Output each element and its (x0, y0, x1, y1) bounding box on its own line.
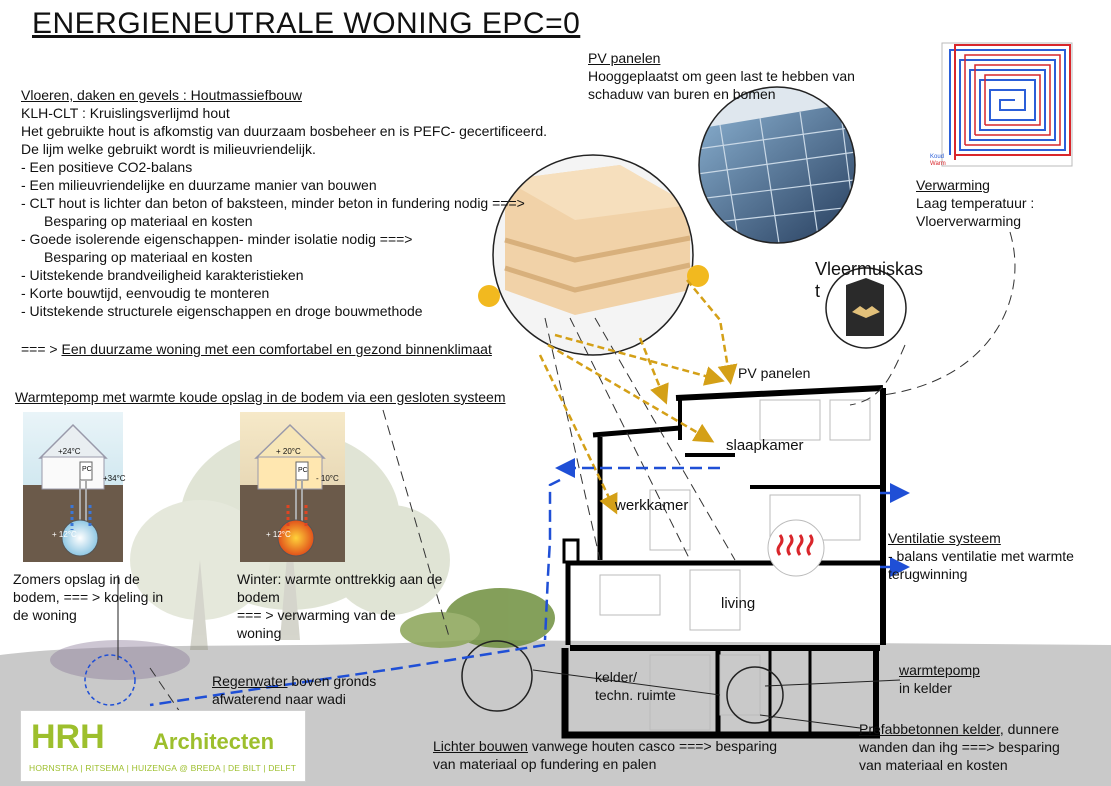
winter-outside-temp: - 10°C (316, 474, 339, 483)
rainwater-keyword: Regenwater (212, 673, 288, 689)
lighter-rest: vanwege houten casco ===> besparing (527, 738, 778, 754)
prefab-keyword: Prefabbetonnen kelder (859, 721, 1000, 737)
heatpump-heading: Warmtepomp met warmte koude opslag in de… (15, 389, 506, 405)
winter-caption: Winter: warmte onttrekkig aan de (237, 571, 443, 587)
materials-line: - Uitstekende structurele eigenschappen … (21, 303, 423, 319)
materials-conclusion: === > Een duurzame woning met een comfor… (21, 340, 492, 358)
pv-text-line: Hooggeplaatst om geen last te hebben van (588, 68, 855, 84)
ventilation-heading: Ventilatie systeem (888, 530, 1001, 546)
materials-line: De lijm welke gebruikt wordt is milieuvr… (21, 141, 316, 157)
cellar-heatpump-heading: warmtepomp (899, 662, 980, 678)
blue-arrows (149, 458, 910, 707)
materials-line: Besparing op materiaal en kosten (44, 213, 253, 229)
page-title: ENERGIENEUTRALE WONING EPC=0 (32, 7, 581, 40)
summer-ground-temp: + 12°C (52, 530, 77, 539)
leader-lines (149, 231, 1016, 713)
conclusion-text: Een duurzame woning met een comfortabel … (61, 341, 492, 357)
materials-line: Besparing op materiaal en kosten (44, 249, 253, 265)
summer-inside-temp: +24°C (58, 447, 81, 456)
connector-lines (117, 575, 901, 729)
legend-warm: Warm (930, 161, 946, 167)
logo-mark: HRH (31, 718, 105, 756)
room-cellar: techn. ruimte (595, 687, 676, 703)
heatpump-winter-diagram (240, 412, 345, 562)
legend-cold: Koud (930, 154, 945, 160)
prefab-line: van materiaal en kosten (859, 757, 1008, 773)
wadi-circle (84, 654, 136, 706)
materials-line: - Een positieve CO2-balans (21, 159, 193, 175)
hrh-logo: HRH Architecten HORNSTRA | RITSEMA | HUI… (20, 710, 306, 782)
summer-caption: de woning (13, 607, 77, 623)
marker-dot (478, 285, 500, 307)
floor-heating-diagram (941, 42, 1073, 167)
rainwater-line: afwaterend naar wadi (212, 691, 346, 707)
heating-heading: Verwarming (916, 177, 990, 193)
summer-caption: Zomers opslag in de (13, 571, 140, 587)
materials-line: KLH-CLT : Kruislingsverlijmd hout (21, 105, 230, 121)
winter-caption: === > verwarming van de (237, 607, 396, 623)
winter-caption: woning (237, 625, 282, 641)
bat-label-wrap: t (815, 281, 821, 301)
shrubs (50, 588, 555, 680)
materials-line: - Een milieuvriendelijke en duurzame man… (21, 177, 377, 193)
gold-arrows (538, 279, 738, 515)
foundation-circle (461, 640, 533, 712)
marker-dot (687, 265, 709, 287)
heatpump-circle (726, 666, 784, 724)
room-bedroom: slaapkamer (726, 437, 804, 454)
heating-line: Laag temperatuur : (916, 195, 1035, 211)
room-study: werkkamer (615, 497, 689, 514)
bat-label: Vleermuiskas (815, 259, 924, 279)
prefab-line: wanden dan ihg ===> besparing (859, 739, 1060, 755)
prefab-rest: , dunnere (999, 721, 1060, 737)
pv-text-line: schaduw van buren en bomen (588, 86, 776, 102)
room-cellar: kelder/ (595, 669, 638, 685)
cellar-heatpump-line: in kelder (899, 680, 952, 696)
lighter-line: Lichter bouwen vanwege houten casco ===>… (433, 737, 777, 755)
pv-panel-photo (699, 87, 855, 243)
materials-line: - CLT hout is lichter dan beton of bakst… (21, 195, 525, 211)
prefab-line: Prefabbetonnen kelder, dunnere (859, 720, 1059, 738)
bat-box-photo (825, 267, 907, 349)
rainwater-rest: boven gronds (287, 673, 377, 689)
conclusion-prefix: === > (21, 341, 62, 357)
ventilation-line: terugwinning (888, 566, 968, 582)
winter-inside-temp: + 20°C (276, 447, 301, 456)
roof-pv-label: PV panelen (738, 365, 811, 381)
winter-caption: bodem (237, 589, 280, 605)
clt-wood-photo (493, 155, 693, 355)
lighter-keyword: Lichter bouwen (433, 738, 528, 754)
lighter-line: van materiaal op fundering en palen (433, 756, 657, 772)
logo-name: Architecten (153, 729, 275, 754)
materials-line: - Korte bouwtijd, eenvoudig te monteren (21, 285, 270, 301)
materials-line: Het gebruikte hout is afkomstig van duur… (21, 123, 548, 139)
logo-subtitle: HORNSTRA | RITSEMA | HUIZENGA @ BREDA | … (29, 763, 297, 773)
ventilation-line: - balans ventilatie met warmte (888, 548, 1074, 564)
heatpump-summer-diagram (23, 412, 123, 562)
winter-ground-temp: + 12°C (266, 530, 291, 539)
materials-heading: Vloeren, daken en gevels : Houtmassiefbo… (21, 87, 302, 103)
heating-line: Vloerverwarming (916, 213, 1022, 229)
materials-line: - Uitstekende brandveiligheid karakteris… (21, 267, 304, 283)
materials-line: - Goede isolerende eigenschappen- minder… (21, 231, 413, 247)
room-living: living (721, 595, 756, 612)
pv-heading: PV panelen (588, 50, 661, 66)
summer-caption: bodem, === > koeling in (13, 589, 164, 605)
house-section (561, 385, 886, 739)
summer-device: PC (82, 466, 92, 473)
summer-outside-temp: +34°C (103, 474, 126, 483)
rainwater-line: Regenwater boven gronds (212, 672, 376, 690)
winter-device: PC (298, 467, 308, 474)
ventilation-heat-icon (767, 519, 825, 577)
